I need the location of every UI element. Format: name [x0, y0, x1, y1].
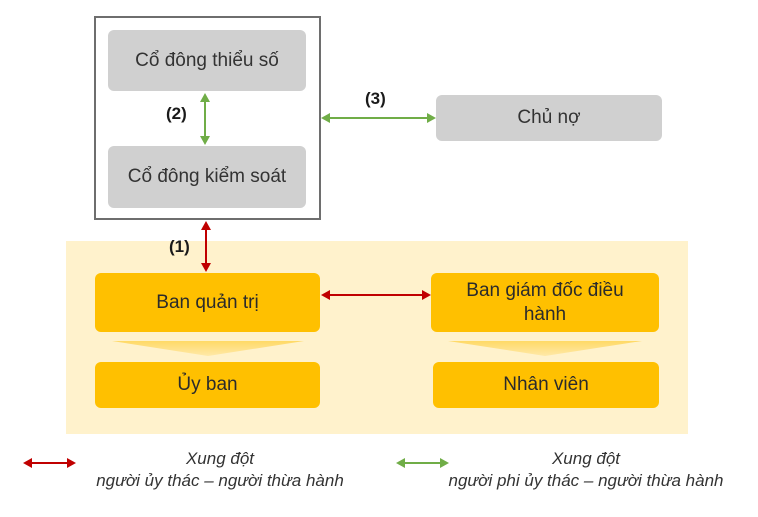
conflict-2-arrow [200, 93, 210, 145]
conflict-3-arrow [321, 113, 436, 123]
legend-nonprincipal-agent-subtitle: người phi ủy thác – người thừa hành [448, 471, 724, 490]
legend-green-arrow [396, 458, 449, 468]
creditor-label: Chủ nợ [517, 107, 581, 128]
board-executives-arrow [321, 290, 431, 300]
conflict-1-label: (1) [169, 237, 190, 256]
legend-nonprincipal-agent-title: Xung đột [551, 449, 621, 468]
conflict-3-label: (3) [365, 89, 386, 108]
minority-shareholders-label: Cổ đông thiểu số [135, 49, 279, 71]
board-label: Ban quản trị [156, 291, 259, 313]
conflict-2-label: (2) [166, 104, 187, 123]
conflict-1-arrow [201, 221, 211, 272]
creditor-node: Chủ nợ [436, 95, 662, 141]
board-node: Ban quản trị [95, 273, 320, 332]
legend-principal-agent-subtitle: người ủy thác – người thừa hành [96, 471, 344, 490]
controlling-shareholders-label: Cổ đông kiểm soát [127, 166, 287, 187]
executives-node: Ban giám đốc điều hành [431, 273, 659, 332]
executives-to-employees-chevron [448, 341, 642, 356]
legend-red-arrow [23, 458, 76, 468]
legend-principal-agent: Xung đột người ủy thác – người thừa hành [80, 448, 360, 492]
employees-label: Nhân viên [503, 374, 589, 395]
executives-label: Ban giám đốc điều hành [466, 279, 624, 325]
controlling-shareholders-node: Cổ đông kiểm soát [108, 146, 306, 208]
board-to-committee-chevron [112, 341, 304, 356]
committee-node: Ủy ban [95, 362, 320, 408]
legend-nonprincipal-agent: Xung đột người phi ủy thác – người thừa … [428, 448, 744, 492]
committee-label: Ủy ban [177, 374, 238, 395]
legend-principal-agent-title: Xung đột [185, 449, 255, 468]
minority-shareholders-node: Cổ đông thiểu số [108, 30, 306, 91]
employees-node: Nhân viên [433, 362, 659, 408]
